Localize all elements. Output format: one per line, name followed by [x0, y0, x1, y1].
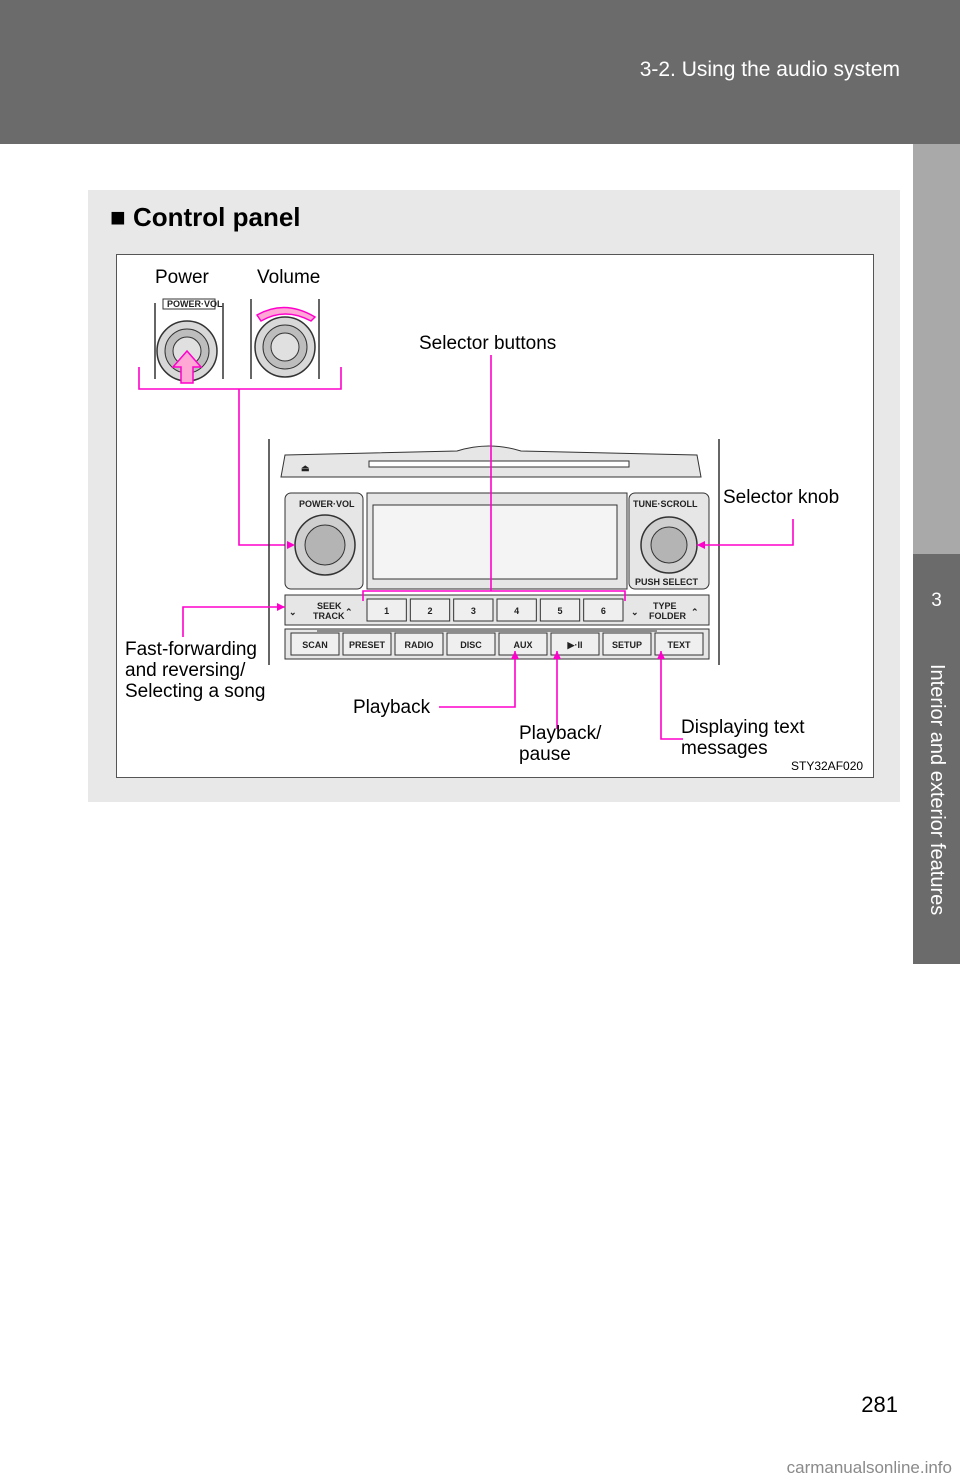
push-select-label: PUSH SELECT — [635, 577, 699, 587]
preset-button — [539, 598, 581, 622]
callout-arrowheads — [277, 541, 705, 659]
control-panel-figure: POWER·VOL ⏏ — [116, 254, 874, 778]
preset-button — [409, 598, 451, 622]
unit-label: AUX — [513, 640, 532, 650]
preset-button — [583, 598, 624, 622]
watermark: carmanualsonline.info — [786, 1458, 952, 1477]
unit-button — [602, 632, 652, 656]
seek-label: SEEK — [317, 601, 342, 611]
power-knob-detail: POWER·VOL — [154, 298, 224, 384]
preset-button — [496, 598, 537, 622]
tune-scroll-label: TUNE·SCROLL — [633, 499, 698, 509]
unit-button — [290, 632, 340, 656]
callout-playback-pause: Playback/ pause — [519, 723, 602, 765]
preset-button — [453, 598, 494, 622]
callout-fast-forwarding: Fast-forwarding and reversing/ Selecting… — [125, 639, 266, 702]
type-down-icon: ⌄ — [631, 607, 639, 617]
power-vol-label: POWER·VOL — [299, 499, 355, 509]
power-vol-small-label-1: POWER·VOL — [167, 299, 223, 309]
section-title: ■ Control panel — [110, 202, 301, 233]
type-up-icon: ⌃ — [691, 607, 699, 617]
callout-playback: Playback — [353, 697, 431, 718]
unit-label: ▶·II — [567, 640, 583, 650]
audio-unit-illustration: POWER·VOL ⏏ — [138, 298, 794, 740]
unit-label: SETUP — [612, 640, 642, 650]
preset-buttons: 1 2 3 4 5 6 — [366, 598, 624, 622]
bottom-buttons: SCAN PRESET RADIO DISC AUX ▶·II SETUP TEXT — [290, 632, 704, 656]
unit-label: SCAN — [302, 640, 328, 650]
page-number: 281 — [861, 1392, 898, 1417]
preset-label: 3 — [471, 606, 476, 616]
seek-up-icon: ⌃ — [345, 607, 353, 617]
bullet-square-icon: ■ — [110, 202, 126, 232]
callout-displaying-text: Displaying text messages — [681, 717, 805, 759]
unit-label: TEXT — [667, 640, 691, 650]
preset-button — [366, 598, 407, 622]
callout-selector-buttons: Selector buttons — [419, 333, 557, 354]
seek-down-icon: ⌄ — [289, 607, 297, 617]
preset-label: 6 — [601, 606, 606, 616]
track-label: TRACK — [313, 611, 345, 621]
unit-button — [498, 632, 548, 656]
callout-leaders — [182, 355, 794, 740]
eject-icon: ⏏ — [301, 463, 310, 473]
power-volume-bracket — [138, 367, 342, 546]
unit-label: DISC — [460, 640, 482, 650]
preset-label: 5 — [557, 606, 562, 616]
unit-button — [394, 632, 444, 656]
callout-power: Power — [155, 267, 209, 288]
unit-label: RADIO — [405, 640, 434, 650]
head-unit: ⏏ POWER·VOL TUNE·SCROLL PUSH SELECT ⌄ SE… — [268, 439, 720, 665]
chapter-number: 3 — [931, 590, 942, 611]
callout-selector-knob: Selector knob — [723, 487, 840, 508]
header-title: 3-2. Using the audio system — [639, 58, 900, 81]
volume-knob-detail — [250, 299, 320, 379]
figure-id: STY32AF020 — [791, 759, 864, 773]
unit-label: PRESET — [349, 640, 386, 650]
preset-label: 4 — [514, 606, 519, 616]
type-label: TYPE — [653, 601, 677, 611]
side-tab-upper — [913, 144, 960, 554]
unit-button — [550, 632, 600, 656]
chapter-side-tab: 3 Interior and exterior features — [913, 554, 960, 964]
chapter-label: Interior and exterior features — [926, 664, 948, 916]
preset-label: 2 — [427, 606, 432, 616]
preset-label: 1 — [384, 606, 389, 616]
callout-volume: Volume — [257, 267, 321, 288]
folder-label: FOLDER — [649, 611, 686, 621]
unit-button — [654, 632, 704, 656]
section-title-text: Control panel — [132, 202, 301, 232]
unit-button — [342, 632, 392, 656]
unit-button — [446, 632, 496, 656]
page-header: 3-2. Using the audio system — [0, 0, 960, 144]
